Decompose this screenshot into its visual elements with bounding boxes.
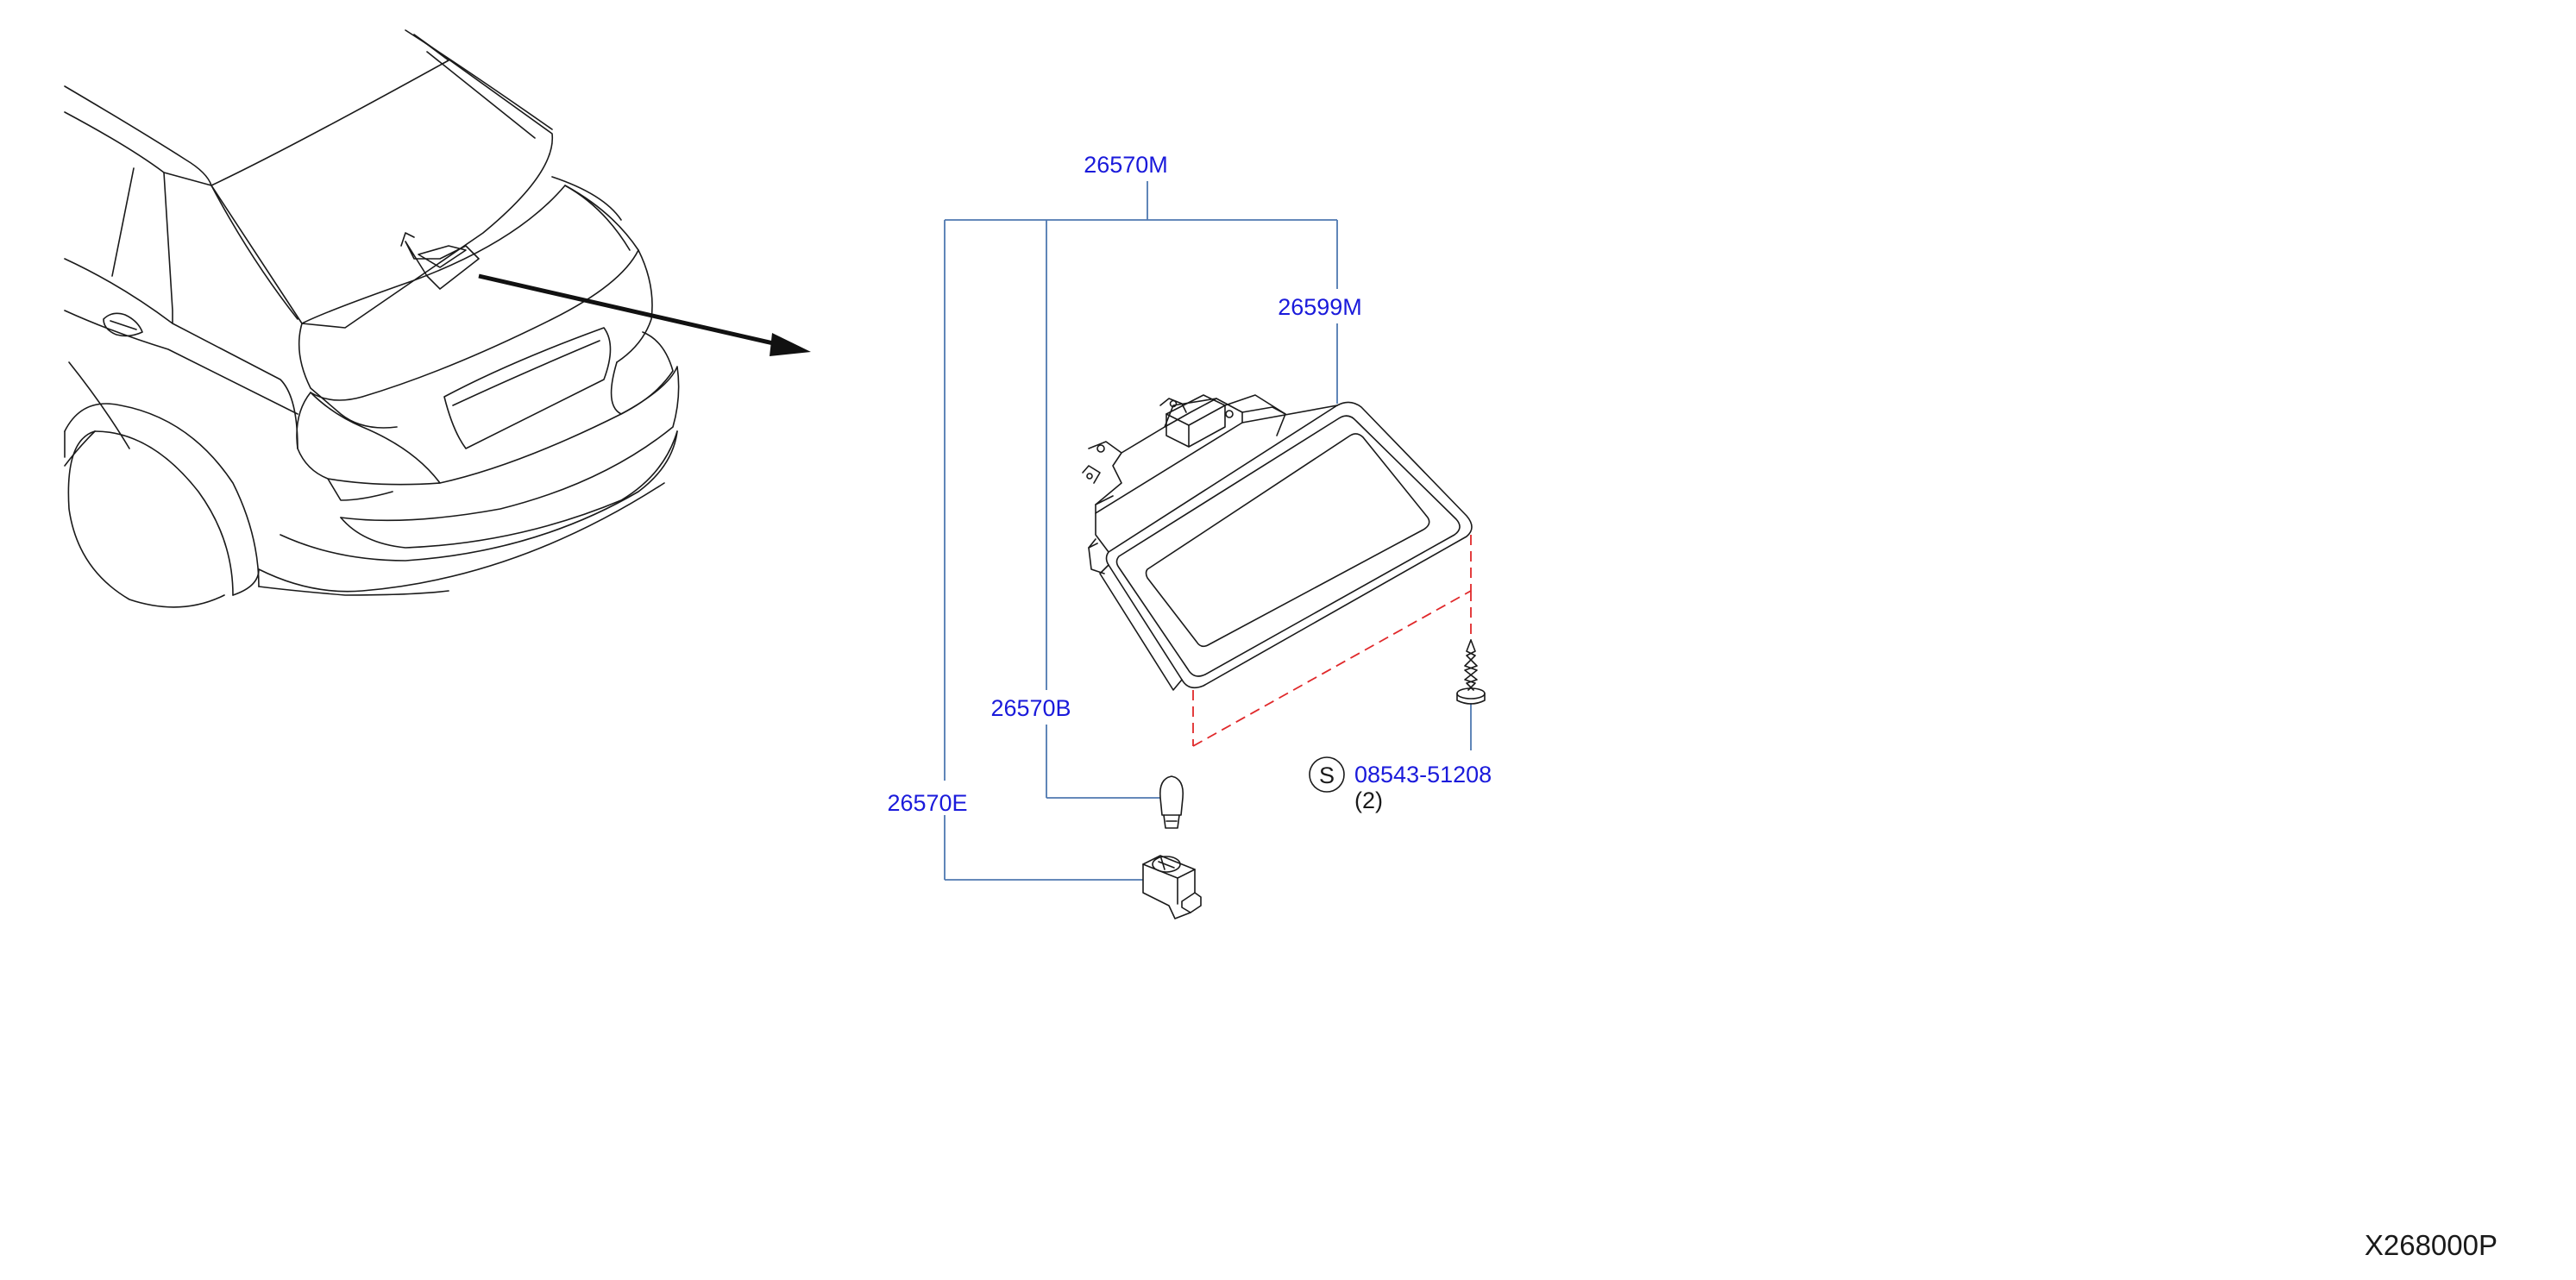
part-label-26599M: 26599M bbox=[1278, 294, 1362, 320]
tapping-screw-icon bbox=[1456, 639, 1486, 705]
sedan-rear-three-quarter-icon bbox=[64, 29, 680, 608]
part-label-26570B: 26570B bbox=[990, 695, 1071, 721]
wedge-bulb-icon bbox=[1159, 775, 1184, 829]
part-label-08543-51208: 08543-51208 bbox=[1354, 762, 1492, 787]
high-mount-stop-lamp-icon bbox=[1082, 394, 1473, 691]
standard-part-letter: S bbox=[1319, 762, 1335, 788]
leader-lines bbox=[944, 181, 1472, 881]
location-arrow-icon bbox=[478, 273, 811, 356]
standard-part-symbol: S bbox=[1309, 756, 1345, 793]
quantity-label: (2) bbox=[1354, 787, 1383, 813]
part-label-26570E: 26570E bbox=[887, 790, 967, 816]
part-label-26570M: 26570M bbox=[1084, 152, 1168, 178]
diagram-code: X268000P bbox=[2365, 1229, 2497, 1261]
fastening-guide-lines bbox=[1192, 535, 1472, 747]
bulb-socket-icon bbox=[1142, 855, 1202, 919]
